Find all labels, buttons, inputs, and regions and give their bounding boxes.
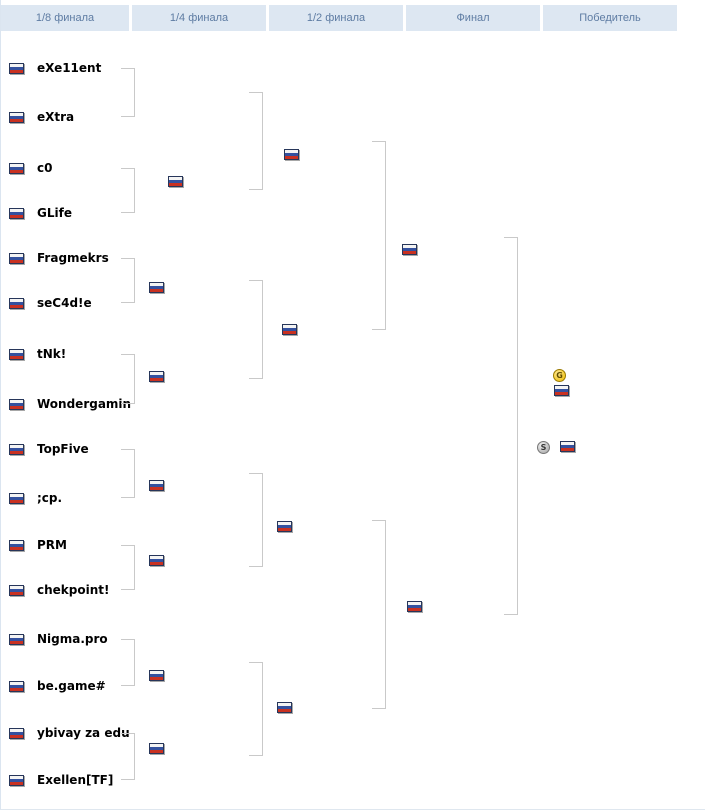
russia-flag-icon <box>9 111 24 123</box>
column-header-semifinal: 1/2 финала <box>269 5 403 31</box>
team-name[interactable]: TopFive <box>37 442 89 456</box>
russia-flag-icon <box>9 348 24 360</box>
team-entry: PRM <box>1 538 67 552</box>
team-entry: GLife <box>1 206 72 220</box>
russia-flag-icon <box>9 297 24 309</box>
team-name[interactable]: ybivay za edu <box>37 726 130 740</box>
bracket-connector-r16-m1 <box>121 68 135 117</box>
russia-flag-icon-winner-qf2 <box>282 324 297 335</box>
team-entry: TopFive <box>1 442 89 456</box>
team-entry: tNk! <box>1 347 66 361</box>
team-entry: eXe11ent <box>1 61 101 75</box>
team-entry: Wondergamin <box>1 397 131 411</box>
russia-flag-icon <box>9 584 24 596</box>
bracket-connector-qf2 <box>249 280 263 379</box>
bracket-connector-r16-m7 <box>121 639 135 686</box>
bracket-connector-r16-m3 <box>121 258 135 303</box>
team-name[interactable]: seC4d!e <box>37 296 92 310</box>
team-name[interactable]: c0 <box>37 161 53 175</box>
team-entry: seC4d!e <box>1 296 92 310</box>
russia-flag-icon-winner-qf4 <box>277 702 292 713</box>
team-entry: eXtra <box>1 110 74 124</box>
team-name[interactable]: Fragmekrs <box>37 251 109 265</box>
russia-flag-icon-finalist-2 <box>407 601 422 612</box>
bracket-connector-qf3 <box>249 473 263 567</box>
russia-flag-icon <box>9 252 24 264</box>
bracket-connector-r16-m8 <box>121 733 135 780</box>
column-header-winner: Победитель <box>543 5 677 31</box>
team-name[interactable]: tNk! <box>37 347 67 361</box>
russia-flag-icon-winner-m7 <box>149 670 164 681</box>
russia-flag-icon-winner-m3 <box>149 282 164 293</box>
team-entry: ybivay za edu <box>1 726 130 740</box>
team-name[interactable]: Wondergamin <box>37 397 132 411</box>
russia-flag-icon-winner-qf3 <box>277 521 292 532</box>
bracket-connector-qf1 <box>249 92 263 190</box>
team-entry: Fragmekrs <box>1 251 109 265</box>
column-header-quarterfinal: 1/4 финала <box>132 5 266 31</box>
russia-flag-icon <box>9 492 24 504</box>
team-name[interactable]: PRM <box>37 538 67 552</box>
russia-flag-icon-winner-m2 <box>168 176 183 187</box>
russia-flag-icon <box>9 62 24 74</box>
bracket-connector-r16-m6 <box>121 545 135 590</box>
team-name[interactable]: GLife <box>37 206 72 220</box>
russia-flag-icon-winner-m6 <box>149 555 164 566</box>
russia-flag-icon <box>9 162 24 174</box>
column-header-final: Финал <box>406 5 540 31</box>
team-entry: Exellen[TF] <box>1 773 113 787</box>
bracket-connector-r16-m2 <box>121 168 135 213</box>
russia-flag-icon-winner-m8 <box>149 743 164 754</box>
russia-flag-icon <box>9 539 24 551</box>
russia-flag-icon-winner-m5 <box>149 480 164 491</box>
russia-flag-icon <box>9 727 24 739</box>
bracket-connector-r16-m5 <box>121 449 135 498</box>
team-name[interactable]: eXtra <box>37 110 75 124</box>
bracket-connector-r16-m4 <box>121 354 135 404</box>
team-entry: ;cp. <box>1 491 62 505</box>
russia-flag-icon <box>9 680 24 692</box>
team-name[interactable]: Nigma.pro <box>37 632 108 646</box>
team-name[interactable]: chekpoint! <box>37 583 110 597</box>
team-entry: chekpoint! <box>1 583 109 597</box>
bracket-connector-qf4 <box>249 662 263 756</box>
russia-flag-icon-champion <box>554 385 569 396</box>
team-entry: be.game# <box>1 679 106 693</box>
team-entry: Nigma.pro <box>1 632 108 646</box>
russia-flag-icon <box>9 633 24 645</box>
bracket-connector-sf1 <box>372 141 386 330</box>
russia-flag-icon-runner-up <box>560 441 575 452</box>
team-name[interactable]: Exellen[TF] <box>37 773 114 787</box>
bracket-connector-final <box>504 237 518 615</box>
gold-medal-icon: G <box>553 369 566 382</box>
bracket-connector-sf2 <box>372 520 386 709</box>
team-name[interactable]: ;cp. <box>37 491 63 505</box>
russia-flag-icon <box>9 398 24 410</box>
team-name[interactable]: be.game# <box>37 679 106 693</box>
russia-flag-icon <box>9 443 24 455</box>
russia-flag-icon-winner-qf1 <box>284 149 299 160</box>
russia-flag-icon-finalist-1 <box>402 244 417 255</box>
russia-flag-icon <box>9 774 24 786</box>
silver-medal-icon: S <box>537 441 550 454</box>
team-entry: c0 <box>1 161 52 175</box>
russia-flag-icon <box>9 207 24 219</box>
column-header-round-of-16: 1/8 финала <box>1 5 129 31</box>
russia-flag-icon-winner-m4 <box>149 371 164 382</box>
team-name[interactable]: eXe11ent <box>37 61 102 75</box>
